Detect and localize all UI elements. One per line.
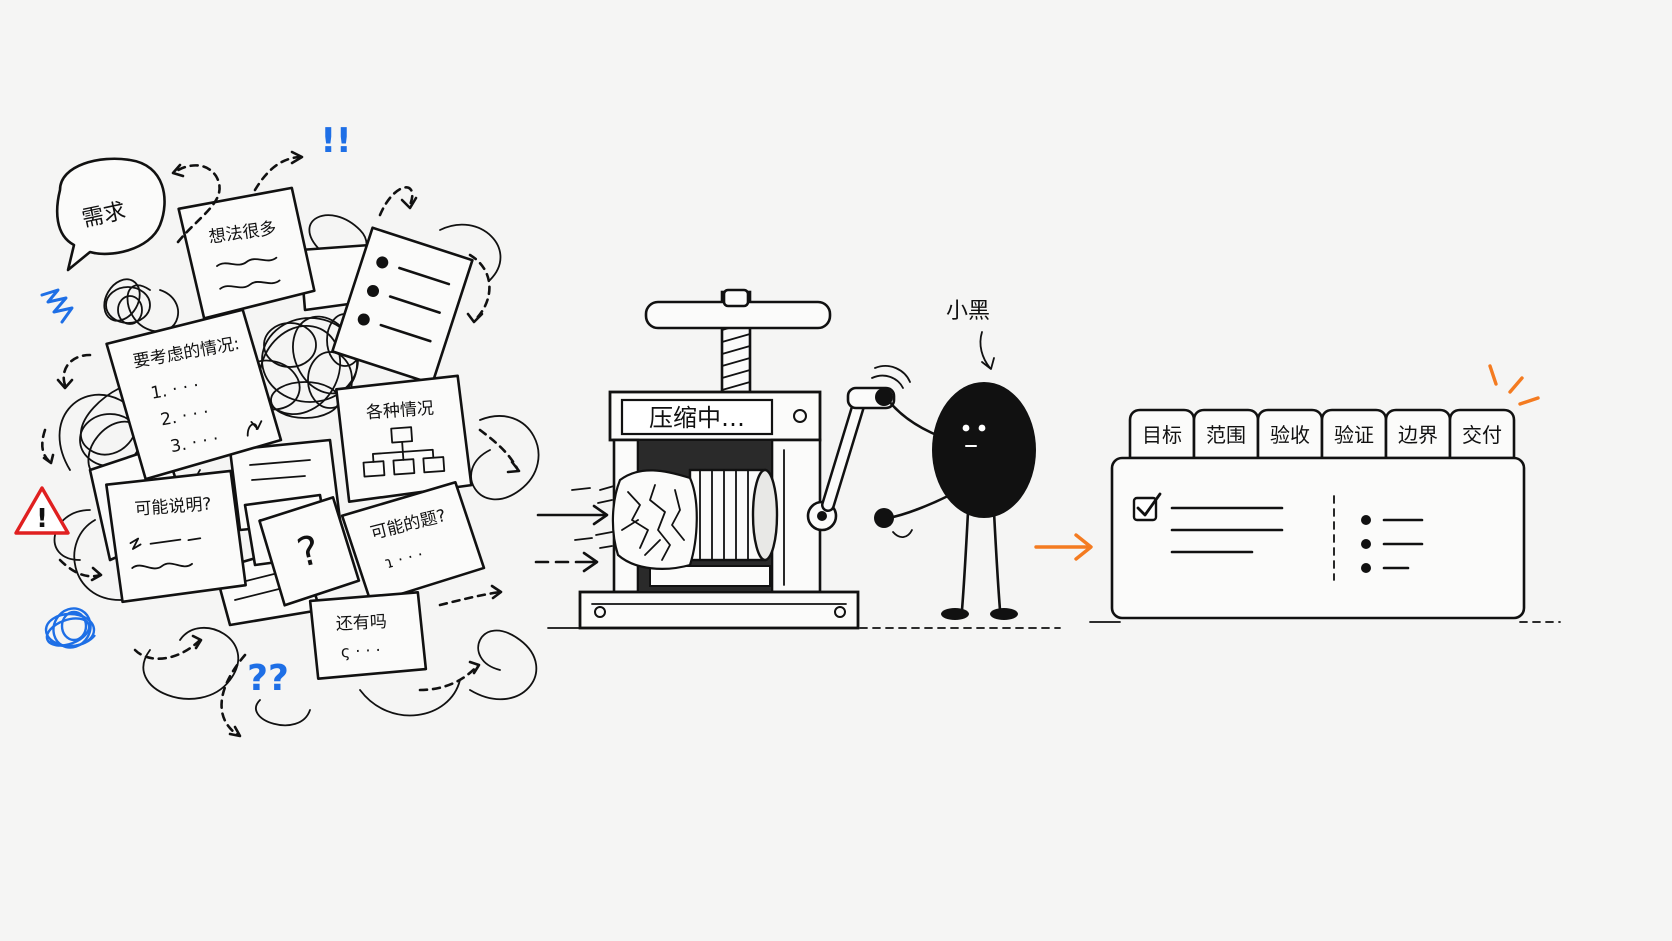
- question-marks: ??: [247, 658, 289, 699]
- chaos-cluster: 需求 想法很多 要考虑的情况: 1. · · · 2. ·: [14, 121, 540, 738]
- requirement-speech-bubble: 需求: [55, 157, 166, 272]
- note-cases-to-consider: 要考虑的情况: 1. · · · 2. · · · 3. · · ·: [105, 308, 283, 481]
- note-various-situations: 各种情况: [335, 374, 473, 503]
- folder-tab-scope-label: 范围: [1206, 423, 1246, 447]
- folder-tab-goal: 目标: [1128, 408, 1196, 460]
- chaos-arrowheads: [42, 150, 521, 738]
- press-crank: [806, 365, 911, 532]
- blue-accents: !! ??: [40, 121, 352, 699]
- note-anything-else-label: 还有吗: [335, 612, 387, 635]
- note-anything-else-sub: ς · · ·: [340, 640, 381, 661]
- folder-tab-delivery: 交付: [1448, 408, 1516, 460]
- exclaim-marks: !!: [320, 121, 351, 161]
- result-folder: 目标 范围 验收 验证 边界 交付: [1110, 364, 1540, 620]
- note-possible-explanation: 可能说明?: [105, 469, 247, 604]
- note-possible-topic: 可能的题? ɿ · · ·: [340, 481, 486, 605]
- motion-lines: [595, 485, 615, 549]
- folder-tab-acceptance-label: 验收: [1270, 423, 1310, 447]
- folder-tab-boundary: 边界: [1384, 408, 1452, 460]
- folder-body: [1110, 456, 1526, 620]
- folder-tab-delivery-label: 交付: [1462, 423, 1502, 447]
- folder-bullet-list: [1361, 515, 1424, 573]
- note-many-ideas: 想法很多: [177, 186, 316, 320]
- bullet-dots: [357, 256, 389, 326]
- blue-zigzag: [40, 288, 74, 324]
- orange-sparkle: [1488, 364, 1540, 406]
- folder-tab-verification-label: 验证: [1334, 423, 1374, 447]
- folder-tab-scope: 范围: [1192, 408, 1260, 460]
- folder-text-lines: [1170, 506, 1284, 554]
- blue-scribble-ball: [44, 607, 96, 649]
- press-screw: [644, 288, 832, 402]
- note-various-situations-label: 各种情况: [365, 399, 434, 424]
- warning-icon: !: [14, 486, 70, 535]
- note-question: ?: [258, 496, 361, 607]
- checkbox-icon: [1132, 492, 1162, 522]
- output-arrow: [1034, 533, 1093, 561]
- warning-symbol: !: [36, 504, 48, 534]
- ground-line: [547, 621, 1561, 629]
- press-sign-label: 压缩中…: [649, 404, 745, 432]
- folder-tab-goal-label: 目标: [1142, 423, 1182, 447]
- folder-tab-boundary-label: 边界: [1398, 423, 1438, 447]
- folder-tab-verification: 验证: [1320, 408, 1388, 460]
- input-arrows: [534, 487, 609, 573]
- compression-press: 压缩中…: [578, 288, 911, 630]
- folder-tab-acceptance: 验收: [1256, 408, 1324, 460]
- character-body: [932, 382, 1036, 518]
- note-bullet-list: [331, 226, 474, 386]
- note-anything-else: 还有吗 ς · · ·: [308, 591, 428, 680]
- crumpled-paper: [611, 469, 698, 570]
- press-top-beam: 压缩中…: [608, 390, 822, 442]
- character-xiaohei: 小黑: [874, 299, 1036, 620]
- character-name-label: 小黑: [946, 299, 990, 324]
- org-chart-icon: [362, 426, 446, 478]
- folder-tabs: 目标 范围 验收 验证 边界 交付: [1128, 408, 1516, 460]
